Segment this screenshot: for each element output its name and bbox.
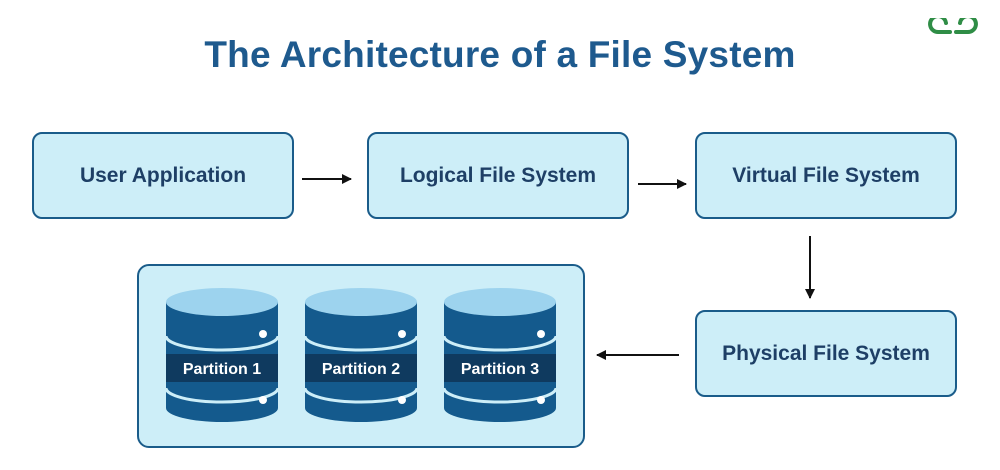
logical-file-system-label: Logical File System [399,163,597,187]
gfg-logo-icon [928,18,978,35]
partition-3-cylinder: Partition 3 [442,288,558,422]
partition-1-label: Partition 1 [183,361,261,378]
partition-2-label: Partition 2 [322,361,400,378]
user-application-box: User Application [32,132,294,219]
partition-2-cylinder: Partition 2 [303,288,419,422]
physical-file-system-box: Physical File System [695,310,957,397]
user-application-label: User Application [79,163,247,187]
virtual-file-system-label: Virtual File System [732,163,920,187]
logical-file-system-box: Logical File System [367,132,629,219]
virtual-file-system-box: Virtual File System [695,132,957,219]
partition-3-label: Partition 3 [461,361,539,378]
physical-file-system-label: Physical File System [722,341,930,365]
diagram-title: The Architecture of a File System [204,34,796,75]
partition-1-cylinder: Partition 1 [164,288,280,422]
